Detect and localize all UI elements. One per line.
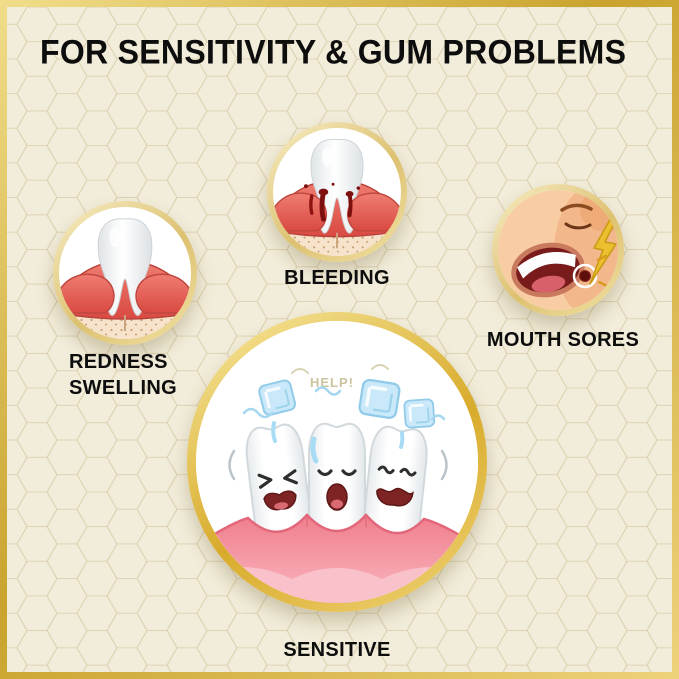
ice-cubes [258,378,436,449]
cold-squiggles [242,386,446,421]
redness-label-line2: SWELLING [69,377,177,399]
pained-eyes [257,469,298,489]
gum-papilla-lines [306,517,367,527]
ice-cube-icon [258,379,297,416]
steam-lines [291,364,389,374]
melt-drip [399,431,405,449]
wavy-mouth [376,487,414,507]
tooth-highlight [321,147,333,167]
ice-cube-icon [358,378,401,419]
redness-label-line1: REDNESS [69,351,168,373]
poster-content: FOR SENSITIVITY & GUM PROBLEMS [7,7,672,672]
sensitive-disc: HELP! [196,321,478,603]
bleeding-tooth-illustration [273,139,401,256]
help-text: HELP! [310,375,354,390]
poster-canvas: FOR SENSITIVITY & GUM PROBLEMS [7,7,672,672]
gum-swell-right [346,192,401,232]
tongue [274,502,289,510]
redness-tooth-illustration [59,218,191,339]
cartoon-teeth [245,422,428,559]
tongue [331,499,343,509]
melt-drip [271,421,277,443]
ice-cube-icon [403,398,436,429]
mouth-sores-disc [498,190,618,310]
mouth-sores-label: MOUTH SORES [486,329,640,351]
tooth-highlight [109,227,121,247]
mouth-sore [579,270,591,282]
redness-label: REDNESS SWELLING [69,349,177,401]
bleeding-circle [267,122,407,262]
bleeding-label: BLEEDING [284,267,390,289]
bleeding-disc [273,128,401,256]
sensitive-label: SENSITIVE [283,639,391,661]
melt-drip [310,436,319,464]
sad-eyes [317,469,357,477]
open-mouth [511,242,585,298]
closed-eye [564,222,592,230]
redness-circle [53,201,197,345]
blood-drips [304,182,361,222]
sensitive-circle: HELP! [187,312,487,612]
pain-sparks [596,254,609,288]
gum-base-scallops [196,567,478,603]
eyebrow [560,203,593,212]
redness-disc [59,207,191,339]
squiggle-eyes [377,465,417,477]
shiver-lines [228,449,448,481]
mouth-sores-circle [492,184,624,316]
gum-swell-left [59,273,115,314]
page-title: FOR SENSITIVITY & GUM PROBLEMS [40,33,627,72]
gum-swell-right [135,273,191,314]
mouth-sores-illustration [498,190,618,310]
tooth-center [308,422,366,558]
sensitive-teeth-illustration: HELP! [196,321,478,603]
gum-swell-left [273,192,328,232]
